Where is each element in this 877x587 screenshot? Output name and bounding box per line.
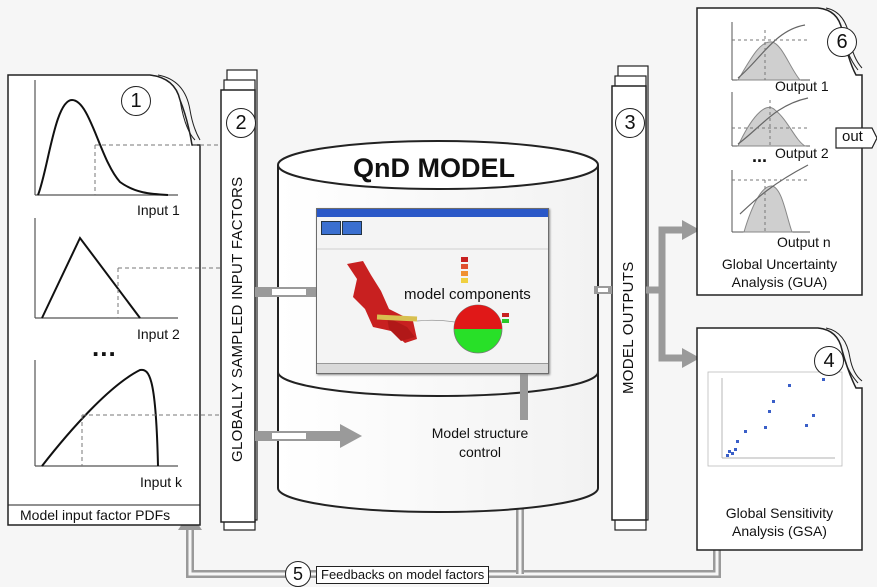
input-k-label: Input k — [140, 474, 183, 490]
sampled-factors-stack — [220, 69, 258, 531]
step-number-6: 6 — [827, 27, 857, 57]
sampled-factors-label: GLOBALLY SAMPLED INPUT FACTORS — [229, 176, 246, 462]
out-tag — [835, 127, 877, 149]
components-pie-chart — [453, 304, 503, 354]
input-1-label: Input 1 — [137, 202, 180, 218]
gua-panel — [696, 7, 877, 296]
step-number-2: 2 — [226, 108, 256, 138]
input-2-label: Input 2 — [137, 326, 180, 342]
gsa-scatter-points — [726, 378, 825, 457]
app-titlebar — [317, 209, 548, 217]
gua-caption: Global Uncertainty Analysis (GUA) — [721, 256, 838, 290]
model-structure-control-label: Model structure control — [431, 425, 529, 460]
play-icon — [321, 221, 341, 235]
app-statusbar — [317, 363, 548, 373]
output-arrows — [594, 220, 700, 368]
input-pdfs-panel — [7, 74, 225, 526]
output-2-label: Output 2 — [775, 145, 829, 161]
output-1-label: Output 1 — [775, 78, 829, 94]
step-number-1: 1 — [121, 86, 151, 116]
app-map-view — [317, 248, 548, 343]
model-outputs-stack — [611, 65, 649, 531]
fast-forward-icon — [342, 221, 362, 235]
step-number-5: 5 — [285, 561, 311, 587]
gsa-panel — [696, 327, 863, 551]
model-title: QnD MODEL — [353, 153, 515, 183]
model-app-screenshot — [316, 208, 549, 374]
out-label: out — [842, 128, 863, 145]
gsa-caption: Global Sensitivity Analysis (GSA) — [725, 505, 834, 539]
step-number-4: 4 — [814, 346, 844, 376]
model-outputs-label: MODEL OUTPUTS — [620, 261, 637, 394]
outputs-ellipsis: ... — [752, 146, 768, 166]
model-components-label: model components — [404, 286, 531, 303]
output-n-label: Output n — [777, 234, 831, 250]
inputs-ellipsis: ... — [92, 332, 117, 362]
step-number-3: 3 — [615, 108, 645, 138]
input-pdfs-caption: Model input factor PDFs — [20, 507, 171, 523]
feedback-label: Feedbacks on model factors — [316, 566, 490, 584]
